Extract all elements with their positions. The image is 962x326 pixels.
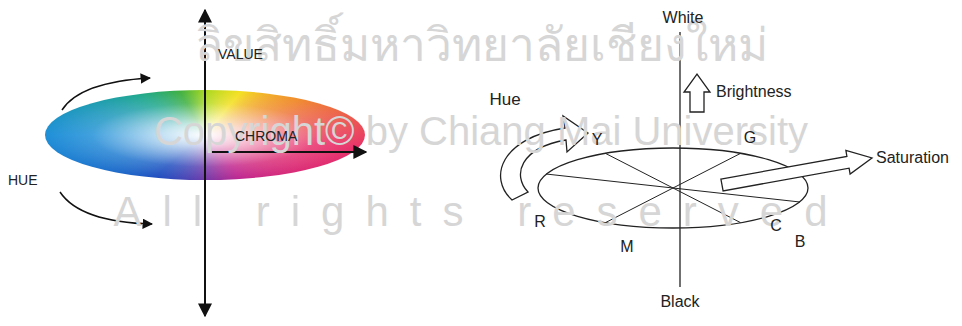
arrow-label: Hue <box>489 91 520 110</box>
pole-label: Black <box>660 293 699 311</box>
hue-letter: C <box>770 217 782 235</box>
saturation-arrow <box>721 151 872 191</box>
hue-letter: Y <box>592 131 603 149</box>
watermark: All rights reserved <box>113 189 848 235</box>
arrow-label: Saturation <box>876 149 949 167</box>
axis-label: VALUE <box>218 47 263 62</box>
hue-letter: G <box>744 129 756 147</box>
watermark: ลิขสิทธิ์มหาวิทยาลัยเชียงใหม่ <box>195 20 768 71</box>
arrow-label: Brightness <box>716 83 792 101</box>
pole-label: White <box>663 9 704 27</box>
hue-letter: B <box>795 233 806 251</box>
hue-letter: M <box>620 238 633 256</box>
axis-label: HUE <box>8 173 38 188</box>
hue-arrow <box>62 78 150 110</box>
hue-letter: R <box>534 213 546 231</box>
brightness-arrow <box>684 74 710 112</box>
axis-label: CHROMA <box>235 129 297 144</box>
saturation-arrow <box>721 151 872 191</box>
